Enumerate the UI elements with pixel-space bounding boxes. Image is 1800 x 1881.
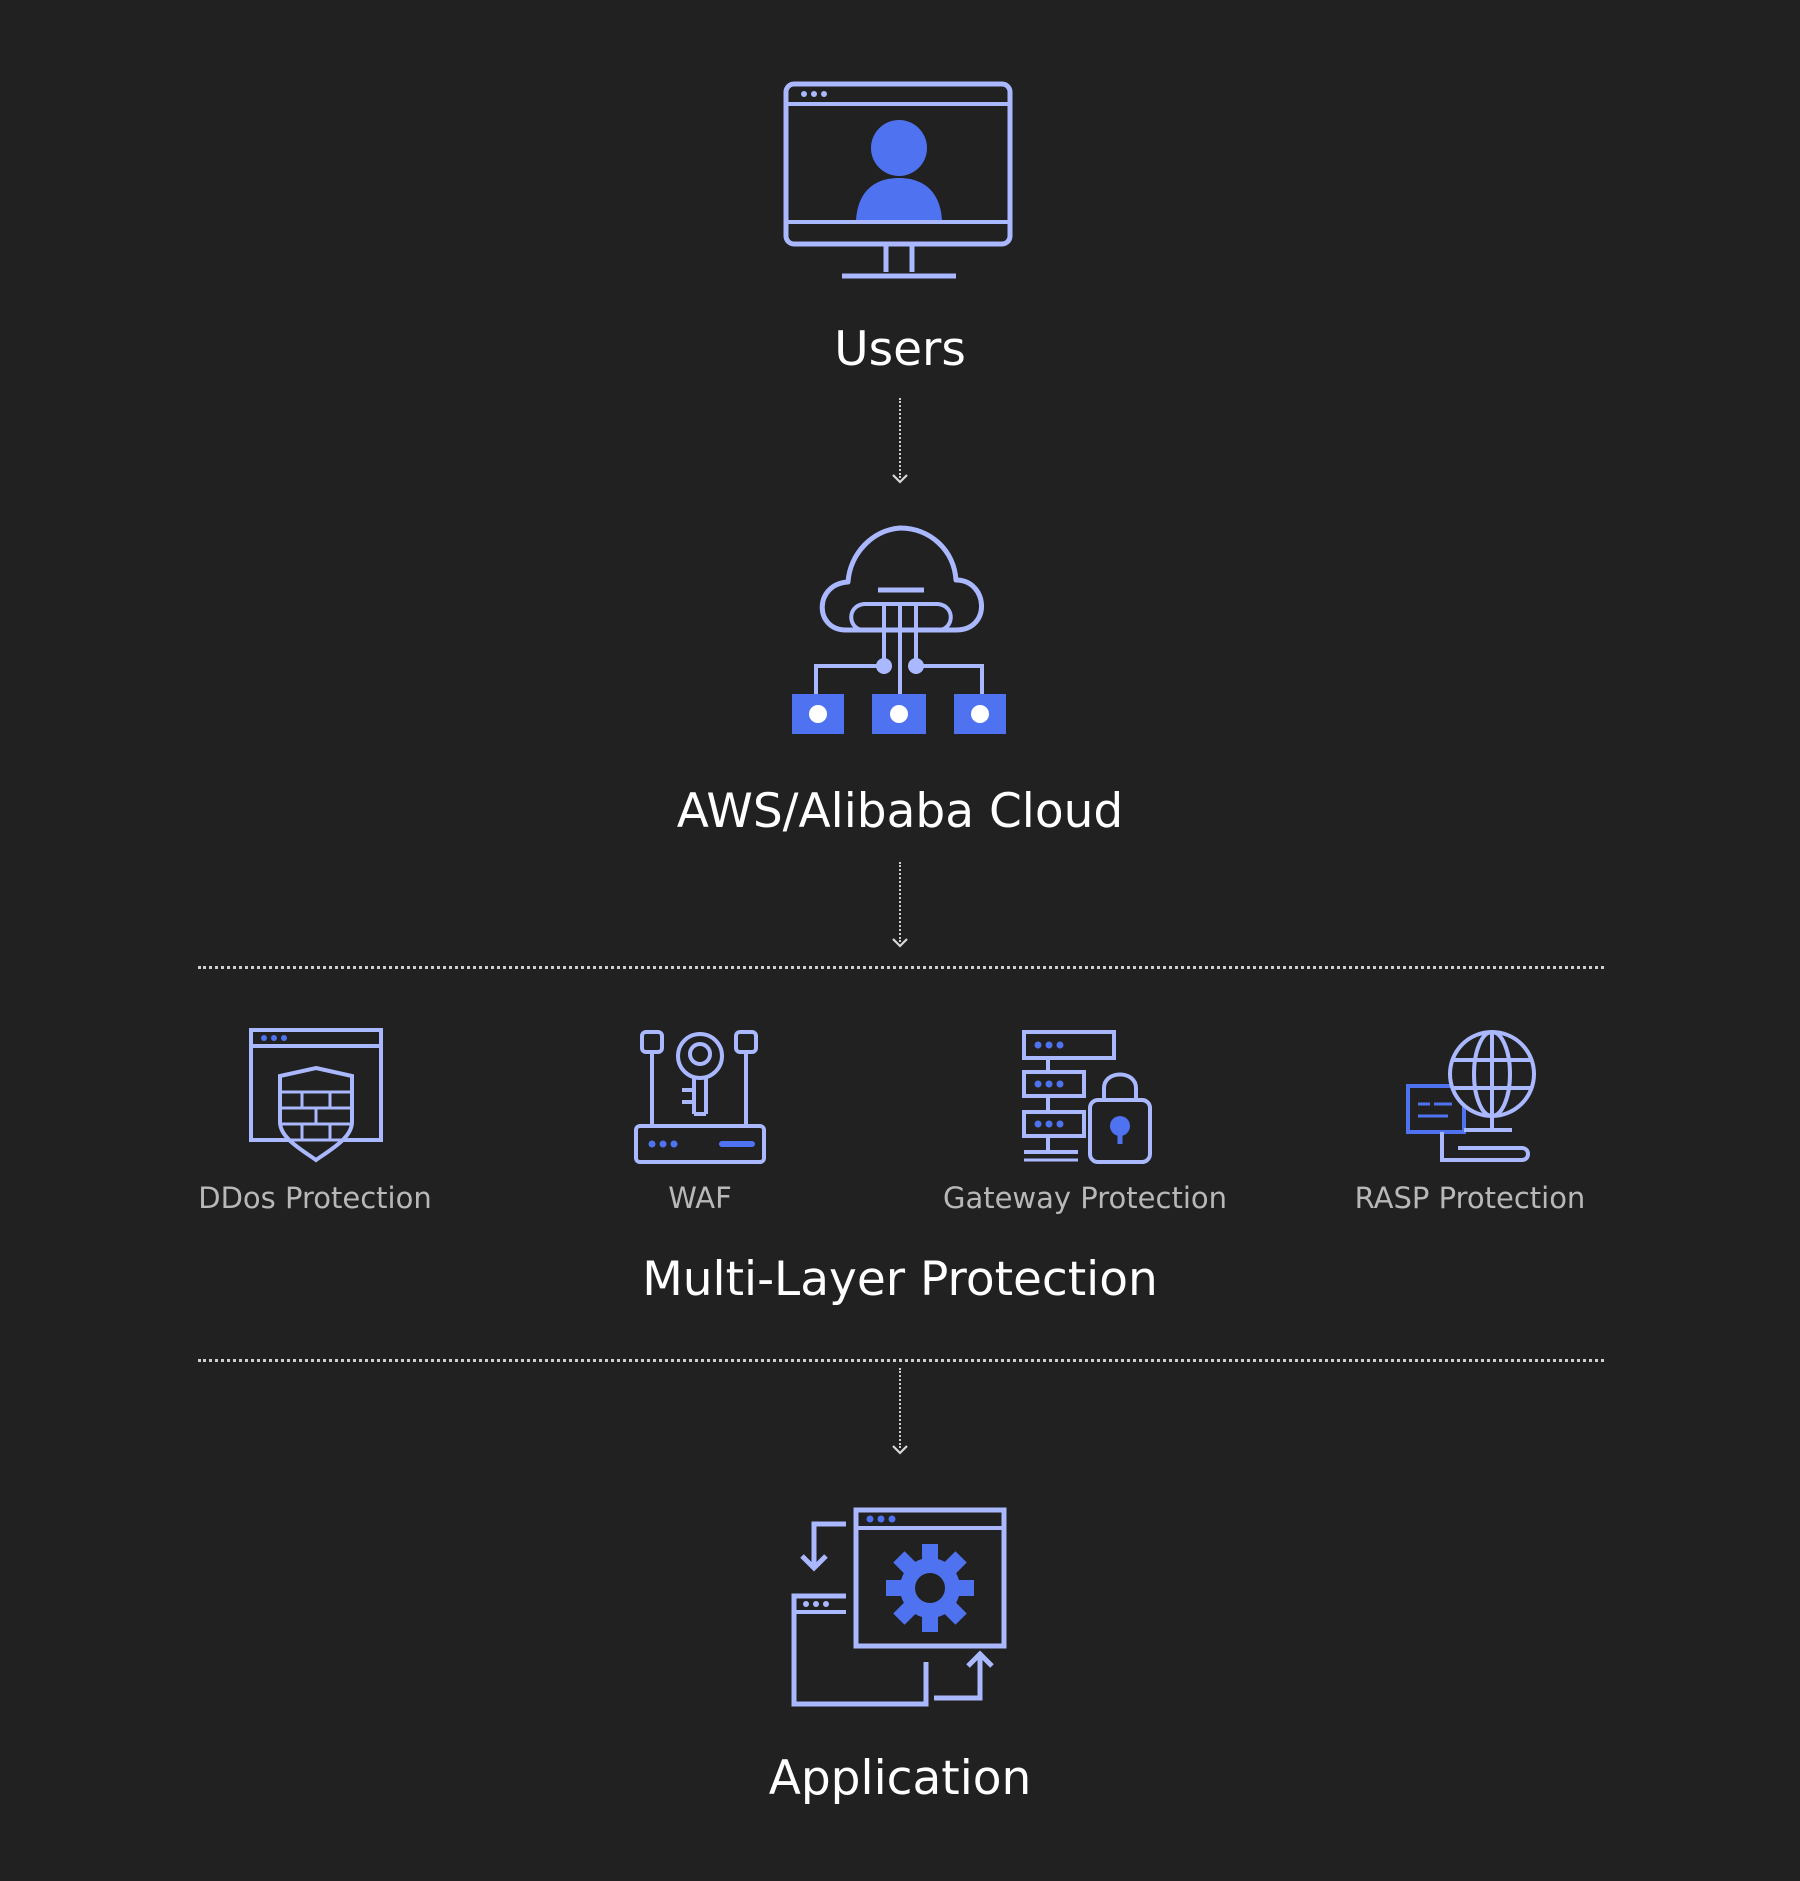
user-monitor-icon: [783, 81, 1013, 279]
layer-bottom-divider: [198, 1359, 1604, 1362]
layer-ddos: [246, 1026, 386, 1166]
application-node: [790, 1504, 1010, 1710]
ddos-shield-browser-icon: [249, 1028, 383, 1163]
chevron-down-icon: [892, 1445, 908, 1455]
application-label: Application: [768, 1751, 1032, 1806]
cloud-network-icon: [792, 525, 1006, 734]
chevron-down-icon: [892, 938, 908, 948]
waf-key-router-icon: [634, 1030, 766, 1164]
application-gear-icon: [791, 1507, 1007, 1707]
cloud-label: AWS/Alibaba Cloud: [676, 784, 1124, 839]
layer-rasp-label: RASP Protection: [1354, 1181, 1586, 1215]
layer-ddos-label: DDos Protection: [198, 1181, 432, 1215]
connector-users-cloud: [899, 398, 901, 478]
gateway-server-lock-icon: [1022, 1030, 1152, 1164]
users-node: [780, 78, 1020, 288]
layer-top-divider: [198, 966, 1604, 969]
cloud-node: [784, 522, 1016, 738]
connector-layers-app: [899, 1368, 901, 1448]
layer-waf-label: WAF: [668, 1181, 732, 1215]
rasp-globe-network-icon: [1406, 1030, 1536, 1162]
chevron-down-icon: [892, 474, 908, 484]
multi-layer-label: Multi-Layer Protection: [642, 1252, 1158, 1307]
connector-cloud-layers: [899, 862, 901, 942]
layer-waf: [630, 1028, 770, 1168]
users-label: Users: [834, 322, 966, 377]
layer-gateway-label: Gateway Protection: [942, 1181, 1228, 1215]
layer-rasp: [1402, 1030, 1542, 1170]
layer-gateway: [1018, 1028, 1158, 1168]
